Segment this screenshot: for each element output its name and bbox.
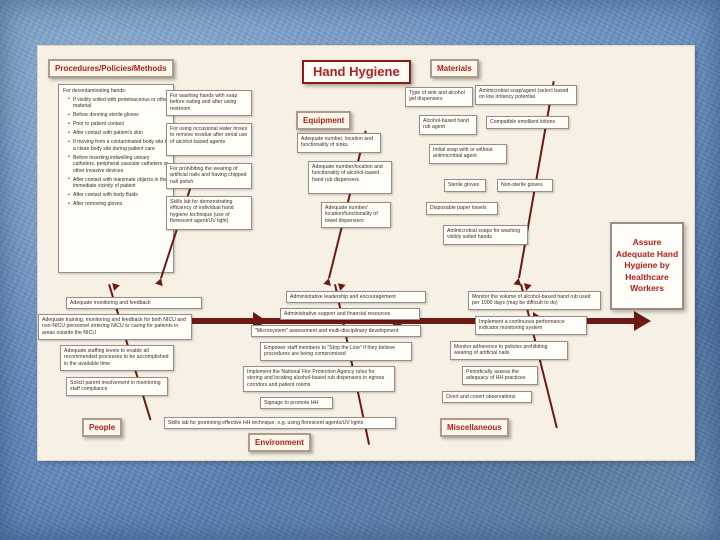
category-label-equipment[interactable]: Equipment (296, 111, 352, 130)
procedures-decontamination-list: For decontaminating hands: If visibly so… (58, 84, 174, 273)
list-item: Before donning sterile gloves (68, 112, 170, 119)
miscellaneous-node: Periodically assess the adequacy of HH p… (462, 366, 538, 385)
list-item: Before inserting indwelling urinary cath… (68, 154, 170, 175)
list-item: After contact with patient's skin (68, 130, 170, 137)
people-node: Adequate training, monitoring and feedba… (38, 314, 192, 340)
materials-node: Non-sterile gloves (497, 179, 553, 192)
list-item: After contact with inanimate objects in … (68, 176, 170, 190)
equipment-node: Adequate number/location and functionali… (308, 161, 392, 194)
materials-node: Antimicrobial soaps for washing visibly … (443, 225, 528, 245)
procedures-node: For washing hands with soap before eatin… (166, 90, 252, 116)
environment-node: Administrative support and financial res… (280, 308, 420, 320)
environment-node: Implement the National Fire Protection A… (243, 366, 395, 392)
procedures-node: Skills lab for demonstrating efficiency … (166, 196, 252, 230)
list-item: After contact with body fluids (68, 192, 170, 199)
environment-node: Signage to promote HH (260, 397, 333, 409)
list-item: After removing gloves (68, 201, 170, 208)
fishbone-diagram-panel: Hand Hygiene Assure Adequate Hand Hygien… (38, 46, 694, 460)
procedures-node: For prohibiting the wearing of artificia… (166, 163, 252, 189)
materials-node: Compatible emollient lotions (486, 116, 569, 129)
miscellaneous-node: Implement a continuous performance indic… (475, 316, 587, 335)
page-title: Hand Hygiene (302, 60, 411, 84)
list-item: If moving from a contaminated body site … (68, 139, 170, 152)
materials-node: Antimicrobial soap/agent (select based o… (475, 85, 577, 105)
list-item: Prior to patient contact (68, 121, 170, 128)
fishbone-spine (100, 318, 640, 324)
bone-barb-icon (323, 277, 333, 286)
miscellaneous-node: Overt and covert observations (442, 391, 532, 403)
equipment-node: Adequate number/ location/functionality … (321, 202, 391, 228)
people-node: Solicit parent involvement in monitoring… (66, 377, 168, 396)
materials-node: Disposable paper towels (426, 202, 498, 215)
goal-box: Assure Adequate Hand Hygiene by Healthca… (610, 222, 684, 310)
environment-node: Empower staff members to "Stop the Line"… (260, 342, 412, 361)
category-label-materials[interactable]: Materials (430, 59, 479, 78)
miscellaneous-node: Monitor the volume of alcohol-based hand… (468, 291, 601, 310)
people-node: Adequate monitoring and feedback (66, 297, 202, 309)
environment-node: Administrative leadership and encouragem… (286, 291, 426, 303)
equipment-node: Adequate number, location and functional… (297, 133, 381, 153)
environment-node: "Microsystem" assessment and multi-disci… (251, 325, 421, 337)
miscellaneous-node: Monitor adherence to policies prohibitin… (450, 341, 568, 360)
people-node: Adequate staffing levels to enable all r… (60, 345, 174, 371)
category-label-procedures[interactable]: Procedures/Policies/Methods (48, 59, 174, 78)
materials-node: Alcohol-based hand rub agent (419, 115, 477, 135)
bone-barb-icon (155, 276, 165, 287)
environment-node: Skills lab for promoting effective HH te… (164, 417, 396, 429)
fishbone-spine-arrow-icon (634, 311, 651, 331)
bullet-list: If visibly soiled with proteinaceous or … (63, 96, 170, 208)
category-label-people[interactable]: People (82, 418, 123, 437)
category-label-miscellaneous[interactable]: Miscellaneous (440, 418, 509, 437)
category-label-environment[interactable]: Environment (248, 433, 311, 452)
materials-node: Type of sink and alcohol gel dispensers (405, 87, 473, 107)
list-item: If visibly soiled with proteinaceous or … (68, 96, 170, 110)
procedures-node: For using occasional water rinses to rem… (166, 123, 252, 156)
materials-node: Sterile gloves (444, 179, 486, 192)
materials-node: Initial soap with or without antimicrobi… (429, 144, 507, 164)
list-header: For decontaminating hands: (63, 88, 127, 94)
